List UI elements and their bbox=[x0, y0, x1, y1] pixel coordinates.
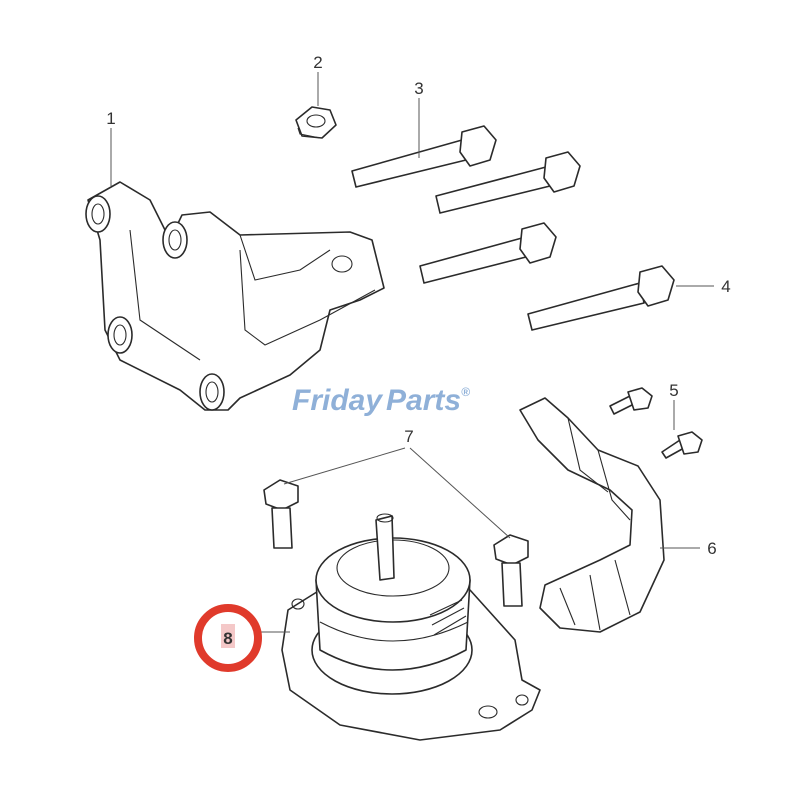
callout-6: 6 bbox=[707, 539, 716, 558]
watermark-text-friday: Friday bbox=[292, 384, 383, 417]
bolts-part-5 bbox=[609, 387, 703, 459]
watermark-text-parts: Parts bbox=[386, 384, 461, 417]
callout-3: 3 bbox=[414, 79, 423, 98]
bolts-part-7 bbox=[263, 479, 529, 607]
nut-part-2 bbox=[295, 106, 337, 139]
engine-mount-part-8 bbox=[281, 513, 541, 741]
bracket-part-1 bbox=[85, 181, 385, 411]
callout-1: 1 bbox=[106, 109, 115, 128]
callout-7: 7 bbox=[404, 427, 413, 446]
callout-2: 2 bbox=[313, 53, 322, 72]
watermark-registered: ® bbox=[461, 385, 470, 399]
callout-4: 4 bbox=[721, 277, 730, 296]
callout-labels: 1 2 3 4 5 6 7 bbox=[106, 53, 730, 558]
highlight-circle: 8 bbox=[194, 604, 262, 672]
callout-5: 5 bbox=[669, 381, 678, 400]
bolts-part-3 bbox=[351, 125, 581, 284]
bolt-part-4 bbox=[527, 265, 675, 331]
callout-8: 8 bbox=[223, 629, 232, 648]
leader-lines bbox=[110, 72, 714, 633]
heat-shield-part-6 bbox=[519, 397, 665, 633]
